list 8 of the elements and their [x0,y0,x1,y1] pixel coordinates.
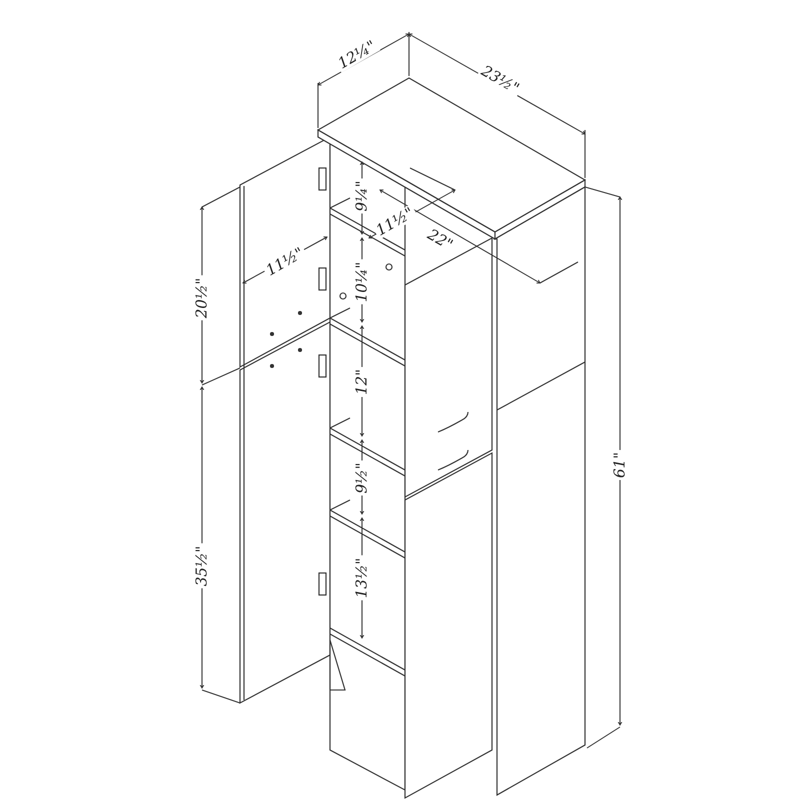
dimension-label: 9¼" [354,178,370,214]
dimension-label: 12" [354,367,370,397]
dimension-label: 13½" [354,556,370,600]
dimension-label: 9½" [354,460,370,496]
dimension-label: 35½" [194,544,210,588]
dimension-label: 20½" [194,276,210,320]
dimension-label: 10¼" [354,260,370,304]
dimension-label: 61" [612,450,628,480]
